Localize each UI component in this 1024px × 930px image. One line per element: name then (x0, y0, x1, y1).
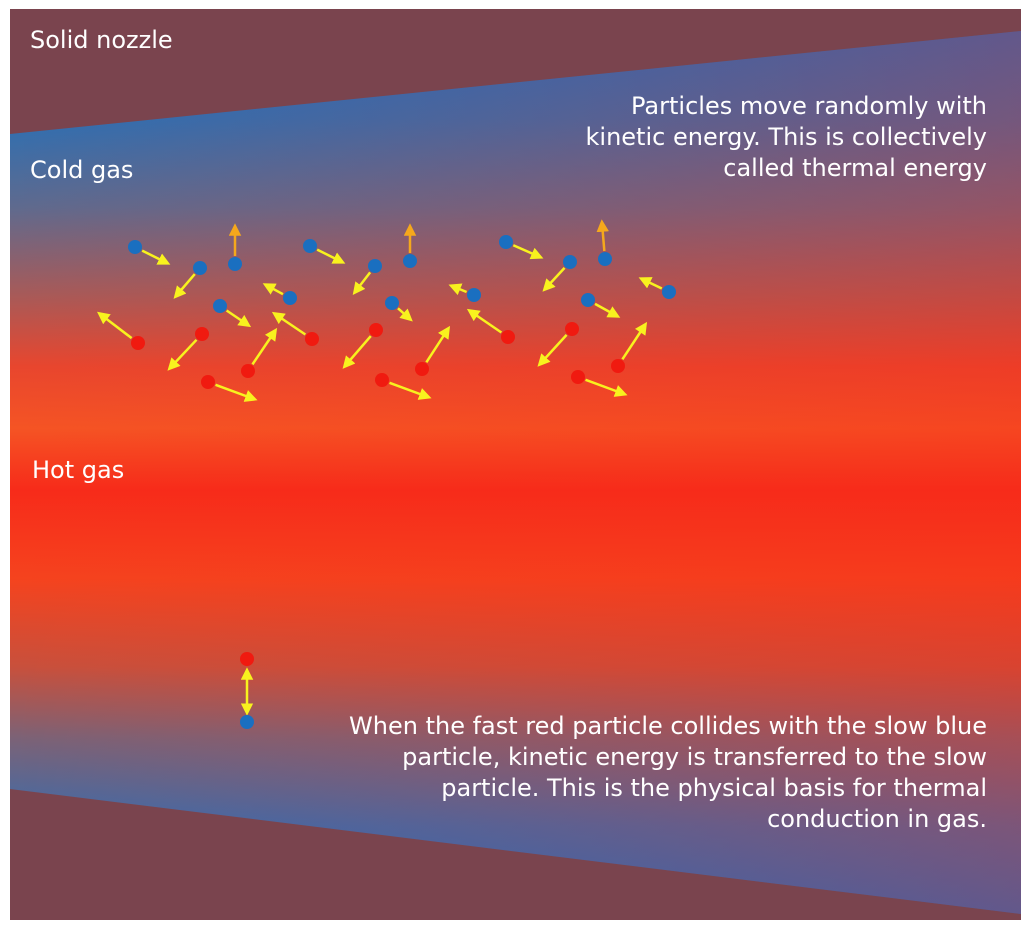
collision-line-3: particle. This is the physical basis for… (441, 774, 987, 802)
fast-velocity-arrow (342, 335, 372, 369)
hot-particle (565, 322, 579, 336)
fast-velocity-arrow (466, 308, 503, 334)
hot-particle (415, 362, 429, 376)
slow-velocity-arrow (352, 271, 372, 295)
hot-particle (305, 332, 319, 346)
slow-velocity-arrow (316, 248, 346, 264)
hot-gas-label: Hot gas (32, 456, 125, 484)
random-motion-line-3: called thermal energy (723, 154, 987, 182)
collision-caption: When the fast red particle collides with… (349, 711, 987, 835)
cold-particle (213, 299, 227, 313)
hot-particle (369, 323, 383, 337)
cold-particle (403, 254, 417, 268)
random-motion-caption: Particles move randomly with kinetic ene… (586, 91, 987, 184)
collision-line-1: When the fast red particle collides with… (349, 712, 987, 740)
fast-velocity-arrow (215, 383, 258, 402)
cold-particle (662, 285, 676, 299)
solid-nozzle-label: Solid nozzle (30, 26, 173, 54)
hot-particle (240, 652, 254, 666)
hot-particle (195, 327, 209, 341)
cold-particle (228, 257, 242, 271)
slow-velocity-arrow (448, 283, 468, 296)
hot-particle (501, 330, 515, 344)
cold-particle (193, 261, 207, 275)
cold-particle (499, 235, 513, 249)
cold-particle (128, 240, 142, 254)
cold-particle (563, 255, 577, 269)
slow-velocity-arrow (542, 267, 566, 292)
slow-velocity-arrow (173, 273, 196, 299)
random-motion-line-2: kinetic energy. This is collectively (585, 123, 987, 151)
slow-velocity-arrow (262, 283, 284, 296)
cold-particle (283, 291, 297, 305)
diagram-canvas (10, 9, 1021, 920)
collision-line-2: particle, kinetic energy is transferred … (402, 743, 987, 771)
random-motion-line-1: Particles move randomly with (631, 92, 987, 120)
slow-velocity-arrow (141, 249, 171, 265)
nozzle-diagram: Solid nozzle Cold gas Hot gas Particles … (10, 9, 1021, 920)
fast-velocity-arrow (271, 311, 307, 336)
cold-particle (385, 296, 399, 310)
slow-velocity-arrow (638, 277, 663, 290)
cold-particle (240, 715, 254, 729)
fast-velocity-arrow (389, 381, 432, 400)
collision-line-4: conduction in gas. (767, 805, 987, 833)
fast-velocity-arrow (585, 378, 628, 397)
hot-particle (375, 373, 389, 387)
cold-particle (598, 252, 612, 266)
fast-velocity-arrow (251, 327, 278, 366)
cold-gas-label: Cold gas (30, 156, 134, 184)
fast-velocity-arrow (167, 338, 198, 371)
hot-particle (611, 359, 625, 373)
slow-velocity-arrow (225, 309, 252, 328)
particles (97, 219, 676, 729)
cold-particle (303, 239, 317, 253)
gas-channel-shading (10, 31, 1021, 914)
cold-particle (368, 259, 382, 273)
slow-velocity-arrow (596, 219, 609, 252)
fast-velocity-arrow (537, 334, 568, 367)
hot-particle (131, 336, 145, 350)
cold-particle (467, 288, 481, 302)
slow-velocity-arrow (594, 302, 621, 318)
slow-velocity-arrow (512, 244, 544, 260)
hot-particle (201, 375, 215, 389)
cold-particle (581, 293, 595, 307)
fast-velocity-arrow (425, 325, 451, 363)
fast-velocity-arrow (97, 311, 133, 340)
slow-velocity-arrow (397, 307, 413, 322)
hot-particle (241, 364, 255, 378)
hot-particle (571, 370, 585, 384)
fast-velocity-arrow (621, 321, 648, 361)
